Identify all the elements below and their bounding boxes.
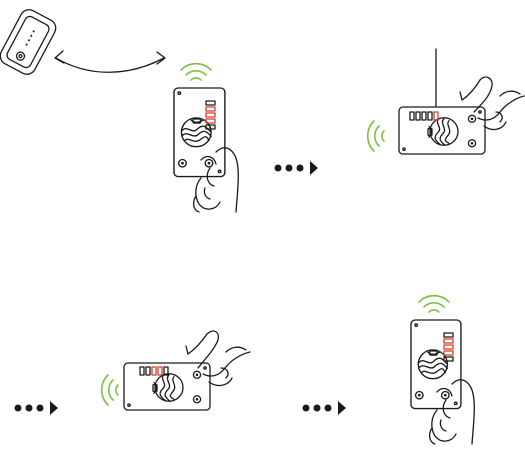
step-2-device: [368, 49, 524, 154]
remote-device: [174, 88, 225, 177]
wireless-signal-icon: [181, 64, 211, 80]
smartphone-icon: [0, 7, 59, 78]
remote-device: [399, 107, 485, 154]
step-1-device: [174, 64, 238, 212]
double-arrow-icon: [55, 51, 165, 72]
wireless-signal-icon: [102, 375, 118, 405]
wireless-signal-icon: [419, 296, 449, 312]
remote-device: [124, 363, 210, 410]
wireless-signal-icon: [368, 121, 384, 151]
step-4-device: [411, 296, 474, 444]
next-step-arrow-icon: [15, 401, 59, 415]
next-step-arrow-icon: [275, 161, 319, 175]
step-3-device: [102, 331, 250, 410]
next-step-arrow-icon: [303, 401, 347, 415]
